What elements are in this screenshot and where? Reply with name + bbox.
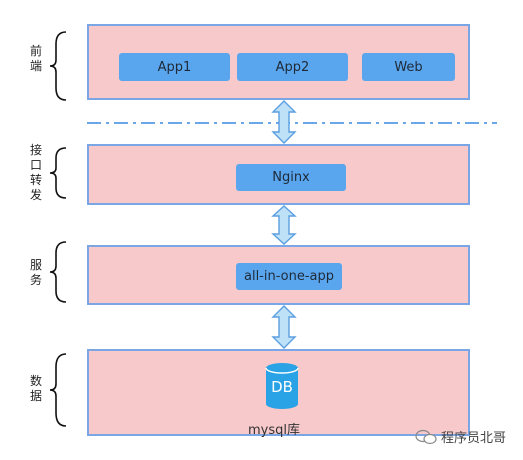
brace-icon xyxy=(48,352,70,428)
brace-icon xyxy=(48,240,70,304)
chip-app2[interactable]: App2 xyxy=(237,53,348,81)
wechat-icon xyxy=(415,429,437,444)
layer-label-gateway: 接口转发 xyxy=(29,143,42,202)
double-arrow-icon xyxy=(271,305,297,349)
chip-app1[interactable]: App1 xyxy=(119,53,230,81)
layer-frontend: App1 App2 Web xyxy=(87,24,470,100)
separator-line xyxy=(87,122,497,124)
layer-service: all-in-one-app xyxy=(87,245,470,305)
watermark: 程序员北哥 xyxy=(415,427,506,446)
brace-icon xyxy=(48,146,70,200)
brace-icon xyxy=(48,30,70,102)
chip-web[interactable]: Web xyxy=(362,53,455,81)
db-icon-text: DB xyxy=(271,378,293,396)
layer-gateway: Nginx xyxy=(87,144,470,205)
layer-label-data: 数据 xyxy=(29,374,42,403)
double-arrow-icon xyxy=(271,205,297,245)
db-label: mysql库 xyxy=(248,423,300,438)
database-icon: DB xyxy=(265,362,299,410)
layer-label-frontend: 前端 xyxy=(29,44,42,73)
watermark-text: 程序员北哥 xyxy=(441,431,507,446)
chip-nginx[interactable]: Nginx xyxy=(236,164,346,191)
double-arrow-icon xyxy=(271,100,297,144)
layer-label-service: 服务 xyxy=(29,258,42,287)
chip-all-in-one-app[interactable]: all-in-one-app xyxy=(236,263,342,290)
